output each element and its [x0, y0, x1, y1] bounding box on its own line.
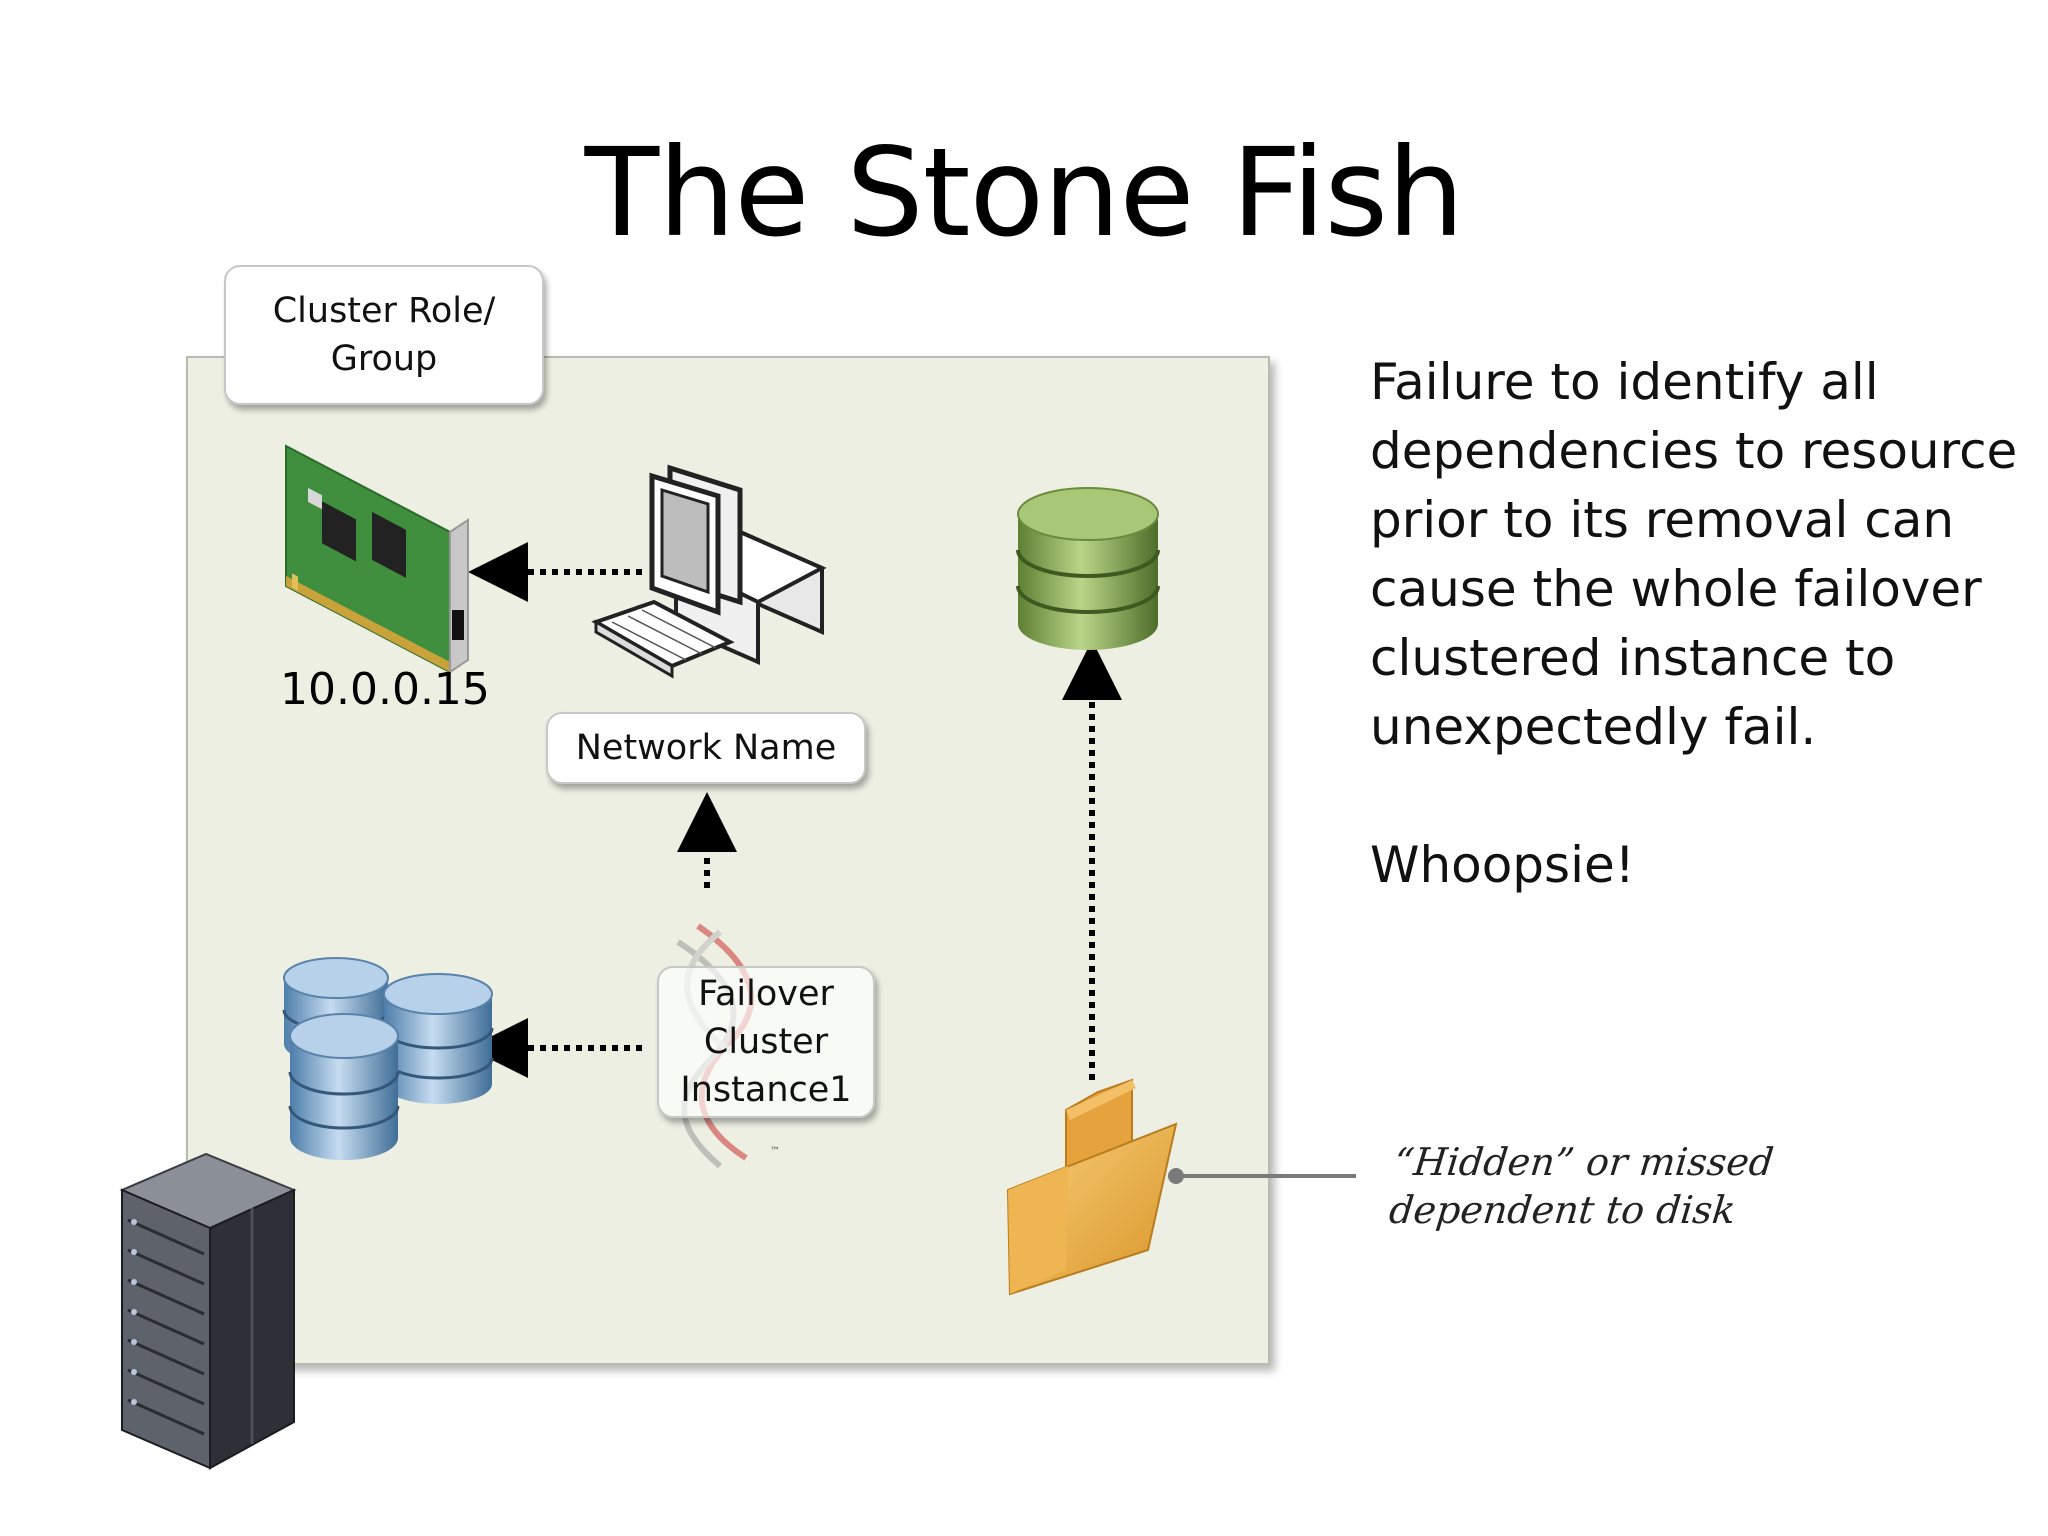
network-card-icon: [285, 444, 469, 674]
instance-label-line3: Instance1: [680, 1070, 852, 1110]
description-line: prior to its removal can: [1370, 491, 1955, 549]
description-line: Failure to identify all: [1370, 353, 1879, 411]
cluster-role-label-line2: Group: [330, 339, 438, 379]
cluster-role-box: Cluster Role/ Group: [224, 265, 544, 405]
description-line: cause the whole failover: [1370, 560, 1982, 618]
description-line: clustered instance to: [1370, 629, 1896, 687]
blue-db-front: [288, 1013, 400, 1160]
ip-address-label: 10.0.0.15: [280, 664, 490, 715]
server-rack-icon: [119, 1152, 297, 1470]
network-name-label: Network Name: [575, 728, 837, 768]
computer-icon: [591, 464, 827, 679]
slide-title: The Stone Fish: [584, 122, 1465, 264]
network-name-box: Network Name: [546, 712, 866, 784]
description-line: unexpectedly fail.: [1370, 698, 1817, 756]
instance-label-line2: Cluster: [703, 1022, 829, 1062]
failover-cluster-instance-box: Failover Cluster Instance1: [657, 966, 875, 1118]
description-line: dependencies to resource: [1370, 422, 2018, 480]
green-database-icon: [1016, 487, 1160, 650]
svg-text:™: ™: [770, 1146, 780, 1157]
exclamation-text: Whoopsie!: [1370, 836, 1635, 894]
hidden-dependency-note: “Hidden” or missed dependent to disk: [1387, 1138, 1917, 1234]
folder-icon: [1006, 1078, 1178, 1296]
instance-label-line1: Failover: [698, 974, 834, 1014]
cluster-role-label-line1: Cluster Role/: [272, 291, 496, 331]
description-text: Failure to identify all dependencies to …: [1370, 348, 2030, 900]
blue-database-cluster-icon: [282, 957, 494, 1160]
callout-dot: [1168, 1168, 1184, 1184]
hidden-note-line2: dependent to disk: [1387, 1188, 1738, 1232]
hidden-note-line1: “Hidden” or missed: [1392, 1140, 1776, 1184]
blue-db-back-right: [382, 973, 494, 1104]
